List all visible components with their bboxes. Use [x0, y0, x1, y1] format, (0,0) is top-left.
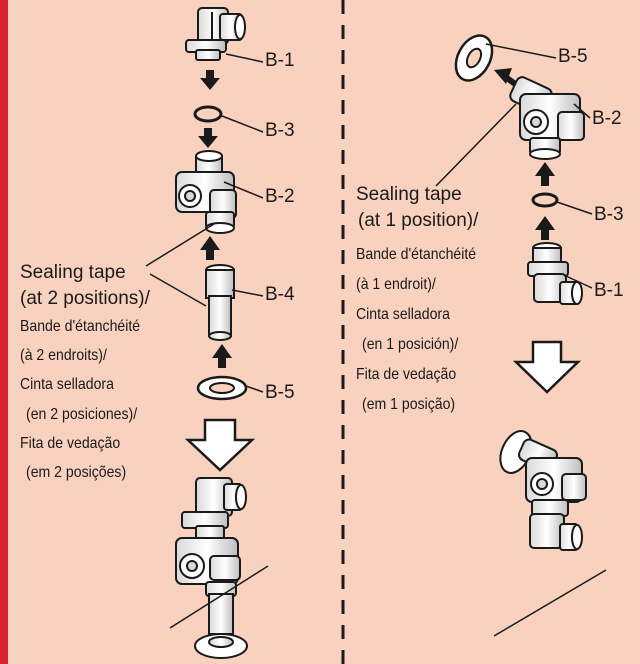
left-label-b2: B-2 [265, 186, 295, 207]
left-b5-leader [245, 385, 264, 393]
left-note-line-1: Sealing tape [20, 262, 126, 283]
right-b5-gasket [454, 34, 494, 82]
left-b2-leader [223, 181, 264, 199]
right-note-line-8: (em 1 posição) [362, 396, 456, 413]
right-label-b1: B-1 [594, 280, 624, 301]
left-b4-pipe-nipple [205, 264, 235, 341]
right-label-b5: B-5 [558, 46, 588, 67]
left-tape-leader-a [145, 223, 215, 267]
right-note-line-6: (en 1 posición)/ [362, 336, 459, 353]
right-hollow-down-arrow [512, 340, 582, 394]
left-note-line-8: (em 2 posições) [26, 464, 127, 481]
right-b3-washer [531, 192, 559, 208]
left-b3-leader [221, 115, 264, 133]
left-label-b4: B-4 [265, 284, 295, 305]
left-b1-leader [225, 53, 264, 63]
right-note-line-4: (à 1 endroit)/ [356, 276, 436, 293]
left-b2-tee-fitting [175, 150, 237, 234]
right-b2-tee-fitting [509, 76, 585, 160]
right-wall-line [493, 569, 607, 637]
left-down-arrow-2 [198, 128, 218, 148]
right-b1-leader [565, 275, 593, 289]
right-note-line-7: Fita de vedação [356, 366, 457, 383]
right-up-arrow-2 [535, 216, 555, 240]
left-hollow-down-arrow [184, 418, 256, 472]
left-down-arrow-1 [200, 70, 220, 90]
right-note-line-3: Bande d'étanchéité [356, 246, 477, 263]
left-label-b3: B-3 [265, 120, 295, 141]
red-margin-bar [0, 0, 8, 664]
left-note-line-4: (à 2 endroits)/ [20, 347, 107, 364]
right-label-b2: B-2 [592, 108, 622, 129]
left-tape-leader-b [149, 273, 207, 307]
left-up-arrow-3 [200, 236, 220, 260]
left-label-b5: B-5 [265, 382, 295, 403]
left-label-b1: B-1 [265, 50, 295, 71]
left-note-line-3: Bande d'étanchéité [20, 318, 141, 335]
left-note-line-6: (en 2 posiciones)/ [26, 406, 138, 423]
left-b4-leader [231, 289, 264, 297]
right-b1-elbow-fitting [527, 242, 583, 305]
left-wall-line [169, 565, 269, 629]
left-up-arrow-4 [212, 344, 232, 368]
right-b3-leader [556, 201, 593, 215]
right-note-line-5: Cinta selladora [356, 306, 450, 323]
right-up-arrow-1 [535, 162, 555, 186]
left-note-line-2: (at 2 positions)/ [20, 288, 150, 309]
left-note-line-5: Cinta selladora [20, 376, 114, 393]
left-b3-washer [193, 105, 223, 123]
right-note-line-1: Sealing tape [356, 184, 462, 205]
right-assembled-valve [499, 430, 587, 551]
right-note-line-2: (at 1 position)/ [358, 210, 479, 231]
right-tape-leader [435, 103, 517, 187]
left-b1-elbow-fitting [185, 7, 246, 61]
right-label-b3: B-3 [594, 204, 624, 225]
right-b5-leader [485, 43, 557, 59]
right-b2-leader [573, 103, 591, 119]
left-assembled-valve [175, 477, 248, 659]
left-b5-gasket [196, 375, 248, 401]
left-note-line-7: Fita de vedação [20, 435, 121, 452]
